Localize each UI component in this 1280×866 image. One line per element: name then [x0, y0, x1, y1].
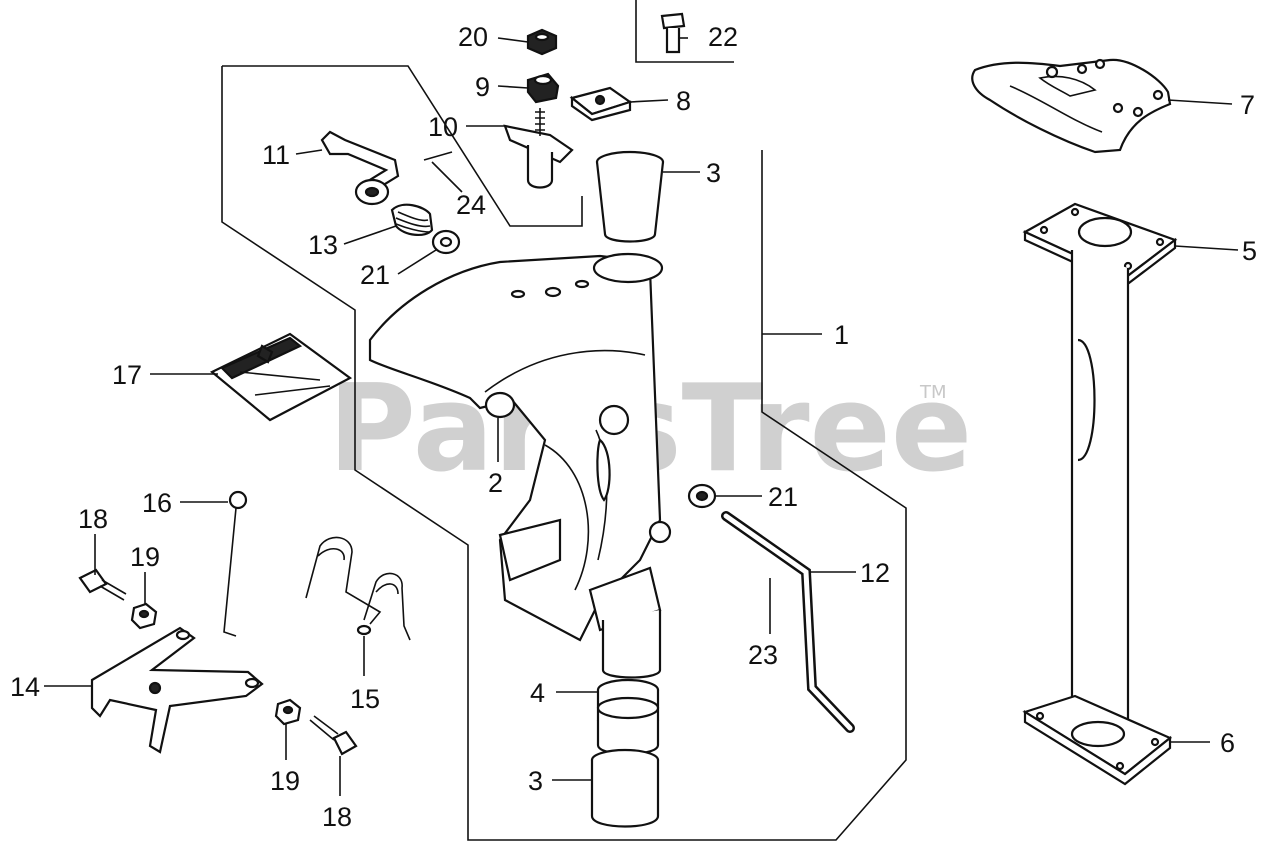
callout-11[interactable]: 11: [262, 140, 290, 170]
callout-15[interactable]: 15: [350, 684, 380, 714]
part-16-rod[interactable]: [223, 490, 248, 637]
part-3-bushing-bottom[interactable]: [590, 748, 660, 828]
callout-10[interactable]: 10: [428, 112, 458, 142]
part-7-curved-plate[interactable]: [971, 58, 1172, 154]
callout-13[interactable]: 13: [308, 230, 338, 260]
callout-16[interactable]: 16: [142, 488, 172, 518]
callout-21-lower[interactable]: 21: [768, 482, 798, 512]
part-1-swivel-bracket[interactable]: [368, 252, 672, 679]
callout-3-bottom[interactable]: 3: [528, 766, 543, 796]
callout-1[interactable]: 1: [834, 320, 849, 350]
part-15-springs[interactable]: [305, 536, 411, 641]
part-17-decal[interactable]: [209, 332, 353, 422]
part-14-bracket[interactable]: [90, 626, 264, 754]
leader-lines: [44, 37, 1239, 796]
callout-24[interactable]: 24: [456, 190, 486, 220]
callout-23[interactable]: 23: [748, 640, 778, 670]
part-22-bolt[interactable]: [660, 12, 686, 54]
callout-2[interactable]: 2: [488, 468, 503, 498]
part-5-6-column[interactable]: [1022, 202, 1178, 786]
callout-8[interactable]: 8: [676, 86, 691, 116]
callout-19-lower[interactable]: 19: [270, 766, 300, 796]
callout-9[interactable]: 9: [475, 72, 490, 102]
part-10-bracket[interactable]: [503, 108, 574, 189]
part-20-nut[interactable]: [526, 28, 558, 56]
part-24-pin[interactable]: [423, 151, 453, 161]
part-19-nut-upper[interactable]: [130, 602, 158, 630]
callout-3-top[interactable]: 3: [706, 158, 721, 188]
callout-6[interactable]: 6: [1220, 728, 1235, 758]
part-12-rod[interactable]: [721, 511, 855, 733]
part-21-washer-upper[interactable]: [431, 229, 461, 255]
part-18-bolt-lower[interactable]: [309, 715, 358, 756]
part-21-washer-lower[interactable]: [687, 483, 717, 509]
part-4-spring-stack[interactable]: [596, 678, 660, 756]
part-11-lever[interactable]: [320, 130, 400, 206]
kit-bracket-line: [635, 0, 734, 63]
watermark-trademark: TM: [919, 382, 947, 403]
callout-5[interactable]: 5: [1242, 236, 1257, 266]
callout-7[interactable]: 7: [1240, 90, 1255, 120]
part-13-spring[interactable]: [390, 203, 434, 236]
callout-18-lower[interactable]: 18: [322, 802, 352, 832]
callout-22[interactable]: 22: [708, 22, 738, 52]
part-3-bushing-top[interactable]: [595, 150, 665, 243]
callout-21-upper[interactable]: 21: [360, 260, 390, 290]
callout-12[interactable]: 12: [860, 558, 890, 588]
callout-4[interactable]: 4: [530, 678, 545, 708]
callout-18-upper[interactable]: 18: [78, 504, 108, 534]
callout-labels: 20 22 9 8 7 10 11 3 24 13 21 5 1 17 2 21…: [10, 22, 1257, 832]
callout-17[interactable]: 17: [112, 360, 142, 390]
part-9-nut[interactable]: [526, 72, 560, 104]
part-18-bolt-upper[interactable]: [78, 568, 127, 601]
assembly-boundary-line: [221, 65, 907, 841]
callout-19-upper[interactable]: 19: [130, 542, 160, 572]
callout-14[interactable]: 14: [10, 672, 40, 702]
callout-20[interactable]: 20: [458, 22, 488, 52]
part-8-clip-nut[interactable]: [569, 86, 633, 122]
part-19-nut-lower[interactable]: [274, 698, 302, 726]
